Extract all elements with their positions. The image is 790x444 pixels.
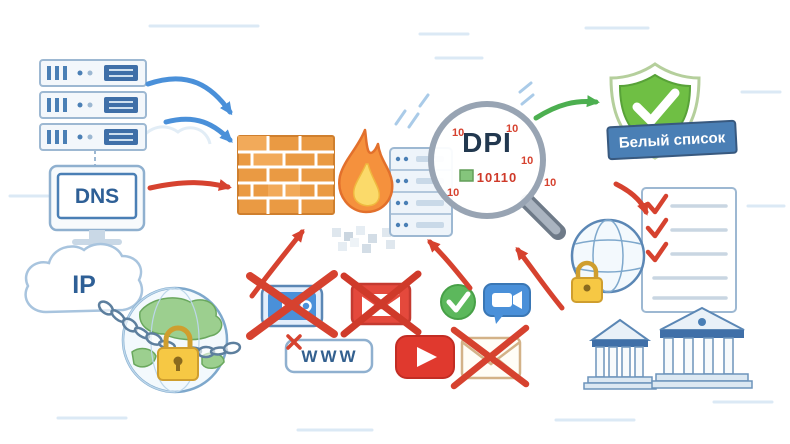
- government-building-large: [651, 306, 753, 389]
- flame: [338, 128, 394, 214]
- binary-mark: 10: [452, 127, 464, 139]
- cloud-outline-decor: [136, 125, 212, 151]
- red-x-icon: [450, 324, 530, 390]
- blocked-mail-app-icon: [340, 270, 422, 338]
- red-x-icon: [340, 270, 422, 338]
- allowed-chat-check-icon: [440, 284, 476, 320]
- ip-label: IP: [72, 271, 96, 299]
- binary-mark: 10: [506, 123, 518, 135]
- videocam-icon: [513, 291, 522, 309]
- binary-mark: 10: [447, 187, 459, 199]
- check-icon: [632, 88, 680, 126]
- dpi-magnifier: DPI 10110 10 10 10 10 10: [428, 101, 566, 240]
- check-icon: [446, 291, 471, 313]
- video-chat-bubble-icon: [483, 283, 531, 324]
- dns-label: DNS: [75, 185, 119, 208]
- www-label: WWW: [301, 347, 358, 366]
- arrow-dns-to-firewall: [147, 179, 232, 191]
- arrow-icons-to-rack: [427, 239, 473, 291]
- binary-code: 10110: [477, 170, 517, 185]
- play-icon: [417, 347, 437, 367]
- arrow-banner-to-checklist: [613, 181, 649, 216]
- www-address-bar: WWW: [284, 334, 374, 374]
- arrow-buildings-to-dpi: [515, 246, 565, 311]
- government-building-small: [583, 318, 657, 390]
- padlock-globe-right: [571, 260, 603, 303]
- arrow-servers-to-firewall-2: [163, 116, 233, 143]
- locked-globe-right: [570, 218, 646, 303]
- server-stack: [39, 59, 147, 166]
- magnifier-lens: [428, 101, 546, 219]
- youtube-play-icon: [395, 335, 455, 379]
- arrow-globe-to-firewall: [249, 228, 305, 299]
- padlock-globe: [157, 325, 199, 381]
- server-unit: [39, 123, 147, 151]
- pixel-mosaic-decor: [332, 226, 395, 253]
- arrow-servers-to-firewall: [145, 76, 233, 116]
- arrow-dpi-to-shield: [533, 95, 600, 121]
- background-decor-lines: [8, 24, 786, 432]
- red-check-marks: [645, 193, 669, 263]
- whitelist-label: Белый список: [618, 129, 726, 152]
- small-red-x-icon: [286, 334, 302, 350]
- red-x-icon: [246, 270, 338, 340]
- checklist-document: [641, 187, 737, 313]
- blocked-video-player-icon: [246, 270, 338, 340]
- ip-cloud: IP: [24, 242, 144, 314]
- binary-mark: 10: [521, 155, 533, 167]
- chained-globe: [97, 286, 242, 394]
- server-unit: [39, 59, 147, 87]
- speed-chevron-marks: [394, 81, 535, 129]
- server-unit: [39, 91, 147, 119]
- dns-monitor: DNS: [48, 164, 146, 245]
- blocked-envelope-icon: [450, 324, 530, 390]
- binary-mark: 10: [544, 177, 556, 189]
- dpi-label: DPI: [462, 127, 512, 158]
- whitelist-banner: Белый список: [606, 119, 738, 161]
- green-packet-square: [459, 169, 474, 182]
- firewall-brick-wall: [237, 135, 335, 215]
